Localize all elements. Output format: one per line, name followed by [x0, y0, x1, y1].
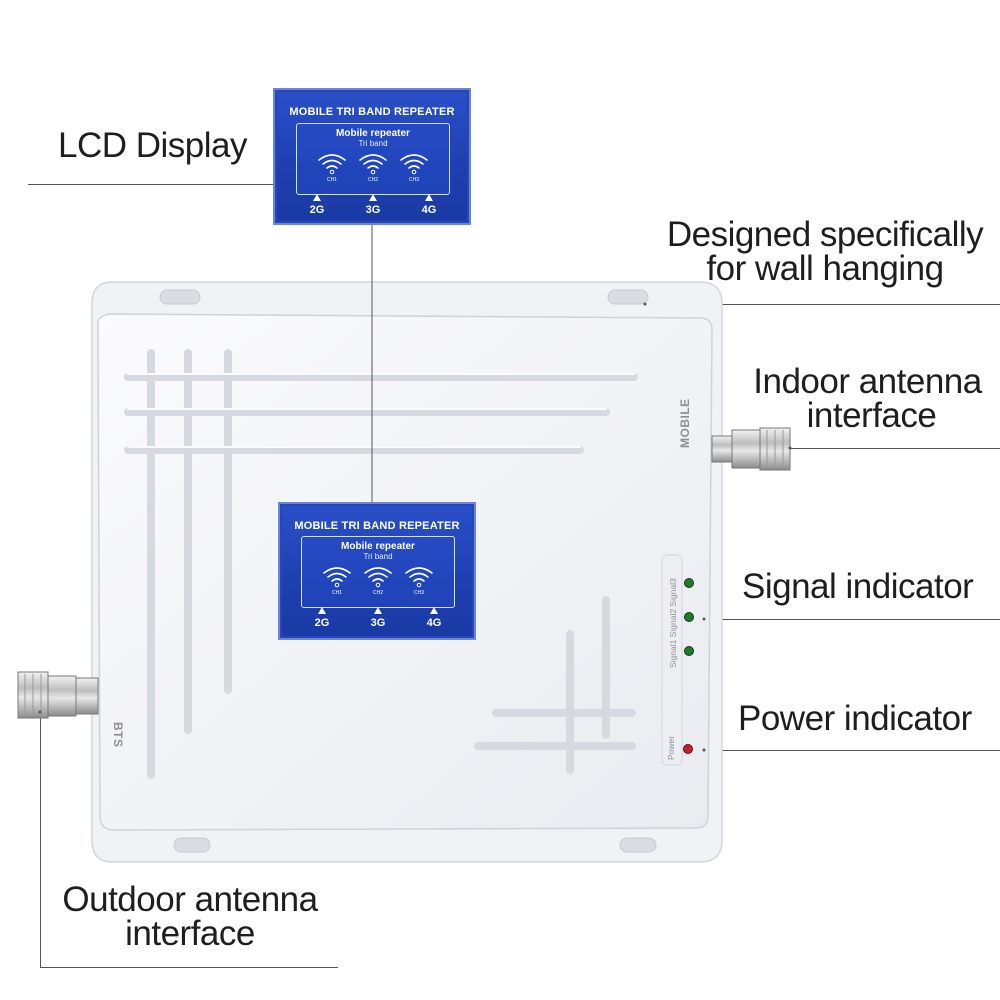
signal3-led	[684, 646, 694, 656]
lcd-arrow-2	[369, 194, 377, 201]
callout-line-lcd	[28, 184, 276, 185]
lcd-inner-panel: Mobile repeater Tri band CH1 CH2 CH3	[296, 123, 450, 195]
lcd-device-ch2: CH2	[372, 590, 383, 596]
callout-outdoor-line1: Outdoor antenna	[62, 880, 318, 919]
lcd-arrow-3	[425, 194, 433, 201]
lcd-display-callout: MOBILE TRI BAND REPEATER Mobile repeater…	[273, 88, 471, 225]
callout-wall-hanging-line2: for wall hanging	[706, 249, 944, 288]
lcd-subtitle: Mobile repeater	[336, 128, 410, 139]
lcd-device-subtitle2: Tri band	[363, 552, 393, 561]
lcd-display-device: MOBILE TRI BAND REPEATER Mobile repeater…	[278, 502, 476, 640]
lcd-ch1: CH1	[326, 177, 337, 183]
callout-indoor-line1: Indoor antenna	[753, 362, 982, 401]
callout-wall-hanging-line1: Designed specifically	[666, 215, 984, 254]
indicator-strip	[661, 554, 683, 766]
lcd-device-band-3g: 3G	[370, 617, 386, 629]
power-label: Power	[666, 735, 676, 760]
signal-labels: Signal1 Signal2 Signal3	[668, 578, 678, 668]
callout-outdoor-antenna: Outdoor antenna interface	[50, 880, 330, 953]
callout-outdoor-line2: interface	[125, 914, 255, 953]
callout-line-signal	[704, 619, 1000, 620]
mount-hole-top-left	[159, 289, 201, 305]
callout-lcd-display: LCD Display	[58, 126, 248, 165]
wifi-icons	[318, 154, 428, 175]
port-label-bts: BTS	[111, 722, 125, 748]
mount-hole-bottom-right	[619, 837, 657, 853]
lcd-device-inner-panel: Mobile repeater Tri band CH1 CH2 CH3	[301, 536, 455, 608]
power-led	[683, 744, 693, 754]
lcd-device-ch1: CH1	[331, 590, 342, 596]
callout-line-outdoor-h	[40, 967, 338, 968]
callout-line-indoor	[790, 448, 1000, 449]
callout-line-power	[704, 750, 1000, 751]
lcd-device-band-2g: 2G	[314, 617, 330, 629]
lcd-device-ch3: CH3	[413, 590, 424, 596]
callout-indoor-line2: interface	[806, 396, 937, 435]
mount-hole-top-right	[607, 289, 649, 305]
lcd-band-2g: 2G	[309, 204, 325, 216]
outdoor-antenna-connector	[17, 671, 99, 719]
port-label-mobile: MOBILE	[678, 398, 692, 448]
decorative-grooves	[124, 349, 638, 779]
lcd-device-band-4g: 4G	[426, 617, 442, 629]
lcd-subtitle2: Tri band	[358, 139, 388, 148]
lcd-device-arrow-1	[318, 607, 326, 614]
lcd-band-4g: 4G	[421, 204, 437, 216]
signal2-led	[684, 612, 694, 622]
lcd-device-arrow-2	[374, 607, 382, 614]
lcd-ch3: CH3	[408, 177, 419, 183]
mount-hole-bottom-left	[173, 837, 211, 853]
lcd-device-arrow-3	[430, 607, 438, 614]
lcd-band-3g: 3G	[365, 204, 381, 216]
lcd-device-subtitle: Mobile repeater	[341, 541, 415, 552]
lcd-arrow-1	[313, 194, 321, 201]
callout-indoor-antenna: Indoor antenna interface	[740, 362, 995, 435]
signal1-led	[684, 578, 694, 588]
indoor-antenna-connector	[711, 427, 791, 471]
lcd-ch2: CH2	[367, 177, 378, 183]
callout-wall-hanging: Designed specifically for wall hanging	[660, 215, 990, 288]
callout-power-indicator: Power indicator	[738, 699, 972, 738]
lcd-device-title: MOBILE TRI BAND REPEATER	[294, 520, 460, 532]
callout-line-wall	[645, 304, 1000, 305]
lcd-title: MOBILE TRI BAND REPEATER	[289, 106, 455, 118]
callout-signal-indicator: Signal indicator	[742, 567, 974, 606]
callout-line-outdoor-v	[40, 712, 41, 968]
wifi-icons-device	[323, 567, 433, 588]
